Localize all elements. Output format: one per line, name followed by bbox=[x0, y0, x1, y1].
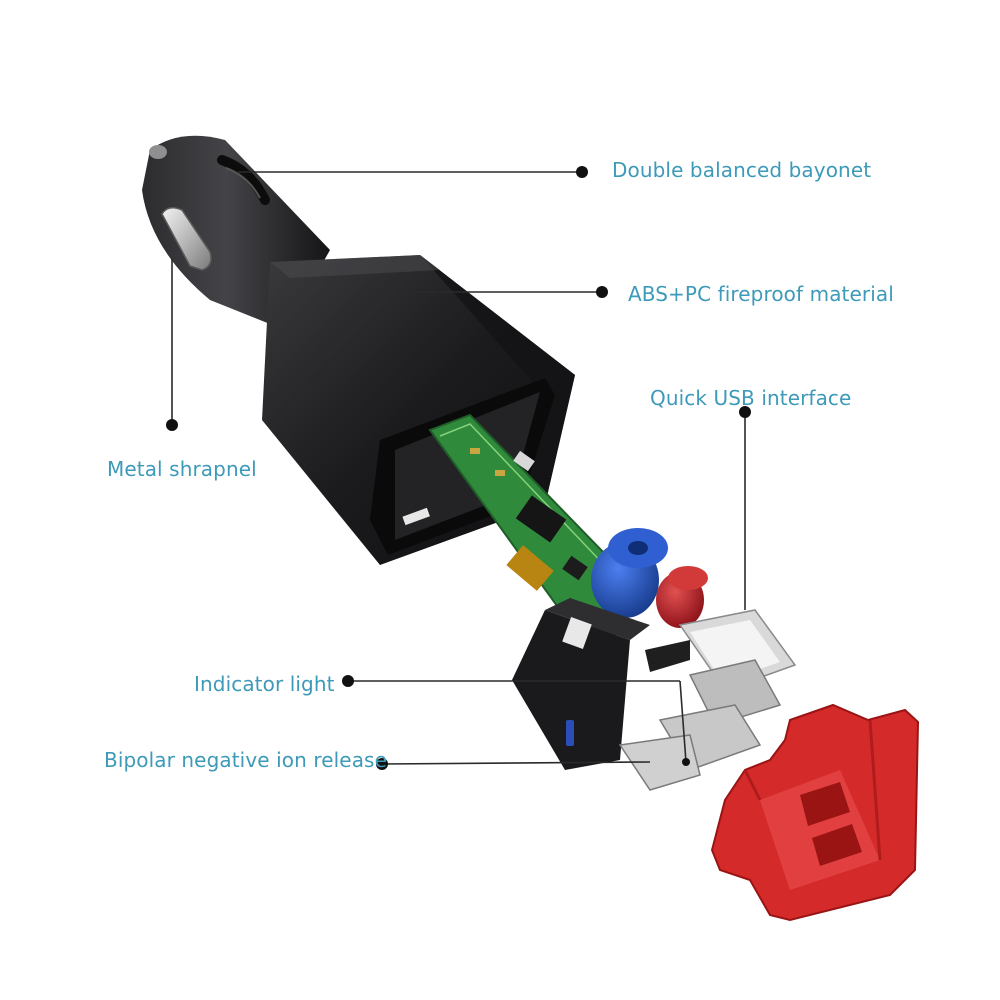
orange-component bbox=[506, 545, 554, 591]
leader-dots bbox=[166, 166, 751, 770]
indicator-led bbox=[566, 720, 574, 746]
red-end-cap bbox=[710, 703, 920, 922]
bayonet-slot bbox=[217, 155, 270, 205]
label-quick-usb-interface: Quick USB interface bbox=[650, 386, 852, 410]
label-metal-shrapnel: Metal shrapnel bbox=[107, 457, 257, 481]
label-abs-pc-fireproof-material: ABS+PC fireproof material bbox=[628, 282, 894, 306]
leader-lines bbox=[171, 171, 746, 765]
red-capacitor bbox=[656, 566, 708, 628]
metal-shrapnel-contact bbox=[161, 207, 212, 271]
usb-ports bbox=[618, 609, 797, 791]
label-bipolar-negative-ion-release: Bipolar negative ion release bbox=[104, 748, 387, 772]
pcb-chip bbox=[515, 495, 567, 543]
leader-line-bipolar bbox=[381, 761, 651, 765]
blue-capacitor bbox=[591, 528, 668, 618]
plug-tip-contact bbox=[149, 145, 167, 159]
label-indicator-light: Indicator light bbox=[194, 672, 335, 696]
label-double-balanced-bayonet: Double balanced bayonet bbox=[612, 158, 872, 182]
indicator-block bbox=[512, 598, 650, 770]
